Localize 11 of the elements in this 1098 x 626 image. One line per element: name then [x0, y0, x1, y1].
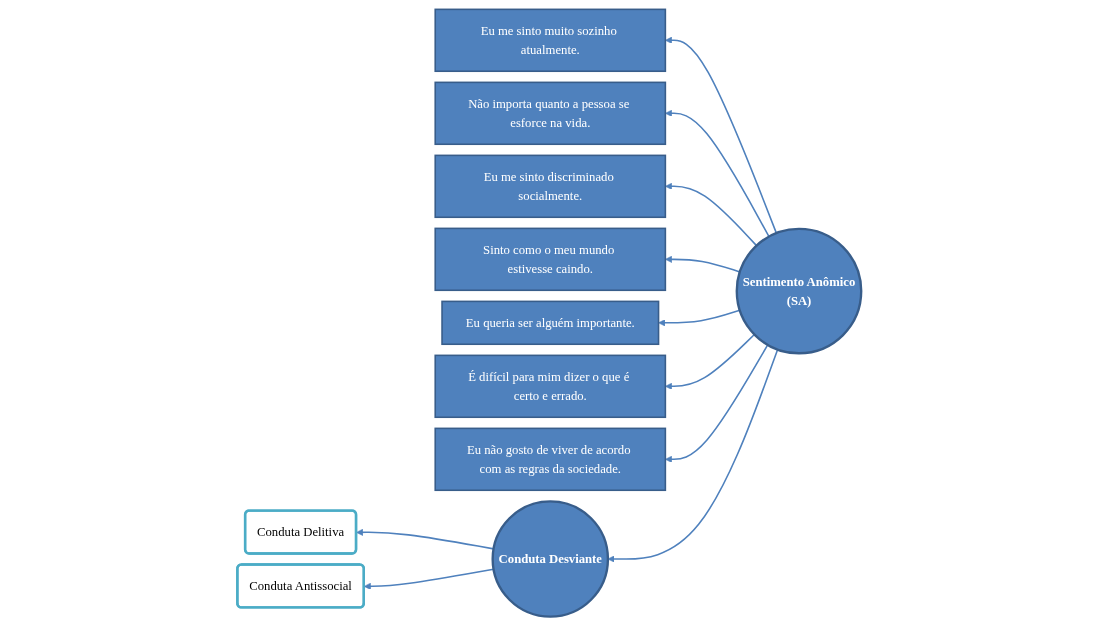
- node-box: Eu me sinto muito sozinho atualmente.: [434, 8, 666, 73]
- node-circle: Conduta Desviante: [491, 500, 609, 618]
- node-circle: Sentimento Anômico (SA): [735, 227, 863, 355]
- node-box: É difícil para mim dizer o que é certo e errado.: [434, 354, 666, 419]
- arrow: [355, 528, 495, 550]
- arrow: [363, 568, 495, 590]
- node-box: Não importa quanto a pessoa se esforce na vida.: [434, 81, 666, 146]
- node-box: Eu queria ser alguém importante.: [440, 300, 660, 346]
- node-box: Eu não gosto de viver de acordo com as regras da sociedade.: [434, 427, 666, 492]
- node-box: Eu me sinto discriminado socialmente.: [434, 154, 666, 219]
- node-box: Sinto como o meu mundo estivesse caindo.: [434, 227, 666, 292]
